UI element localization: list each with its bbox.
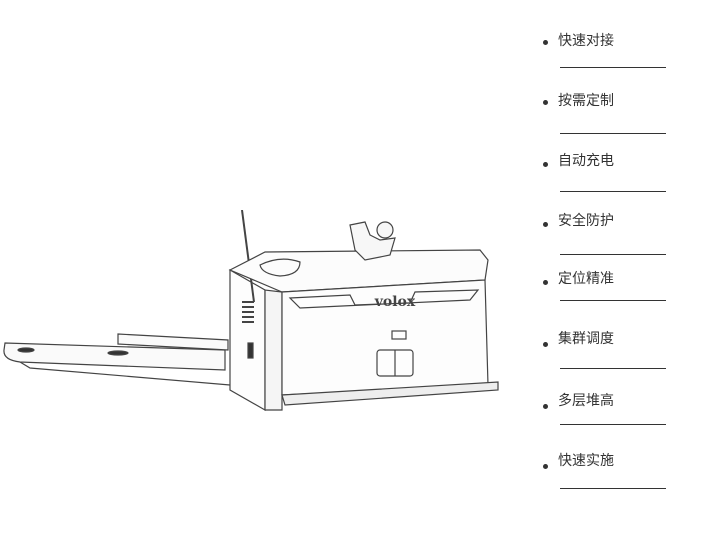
bullet-icon [543,222,548,227]
feature-label: 多层堆高 [558,393,614,409]
bullet-icon [543,464,548,469]
divider [560,191,666,192]
divider [560,488,666,489]
brand-logo: volox [374,294,416,310]
bullet-icon [543,100,548,105]
divider [560,67,666,68]
divider [560,424,666,425]
bullet-icon [543,40,548,45]
feature-label: 集群调度 [558,331,614,347]
divider [560,133,666,134]
pallet-truck-illustration: volox [3,210,499,412]
bullet-icon [543,342,548,347]
feature-label: 安全防护 [558,213,614,229]
feature-label: 自动充电 [558,153,614,169]
feature-label: 快速实施 [558,453,614,469]
divider [560,254,666,255]
bullet-icon [543,162,548,167]
feature-label: 按需定制 [558,93,614,109]
bullet-icon [543,404,548,409]
divider [560,368,666,369]
bullet-icon [543,280,548,285]
feature-label: 定位精准 [558,271,614,287]
feature-label: 快速对接 [558,33,614,49]
divider [560,300,666,301]
